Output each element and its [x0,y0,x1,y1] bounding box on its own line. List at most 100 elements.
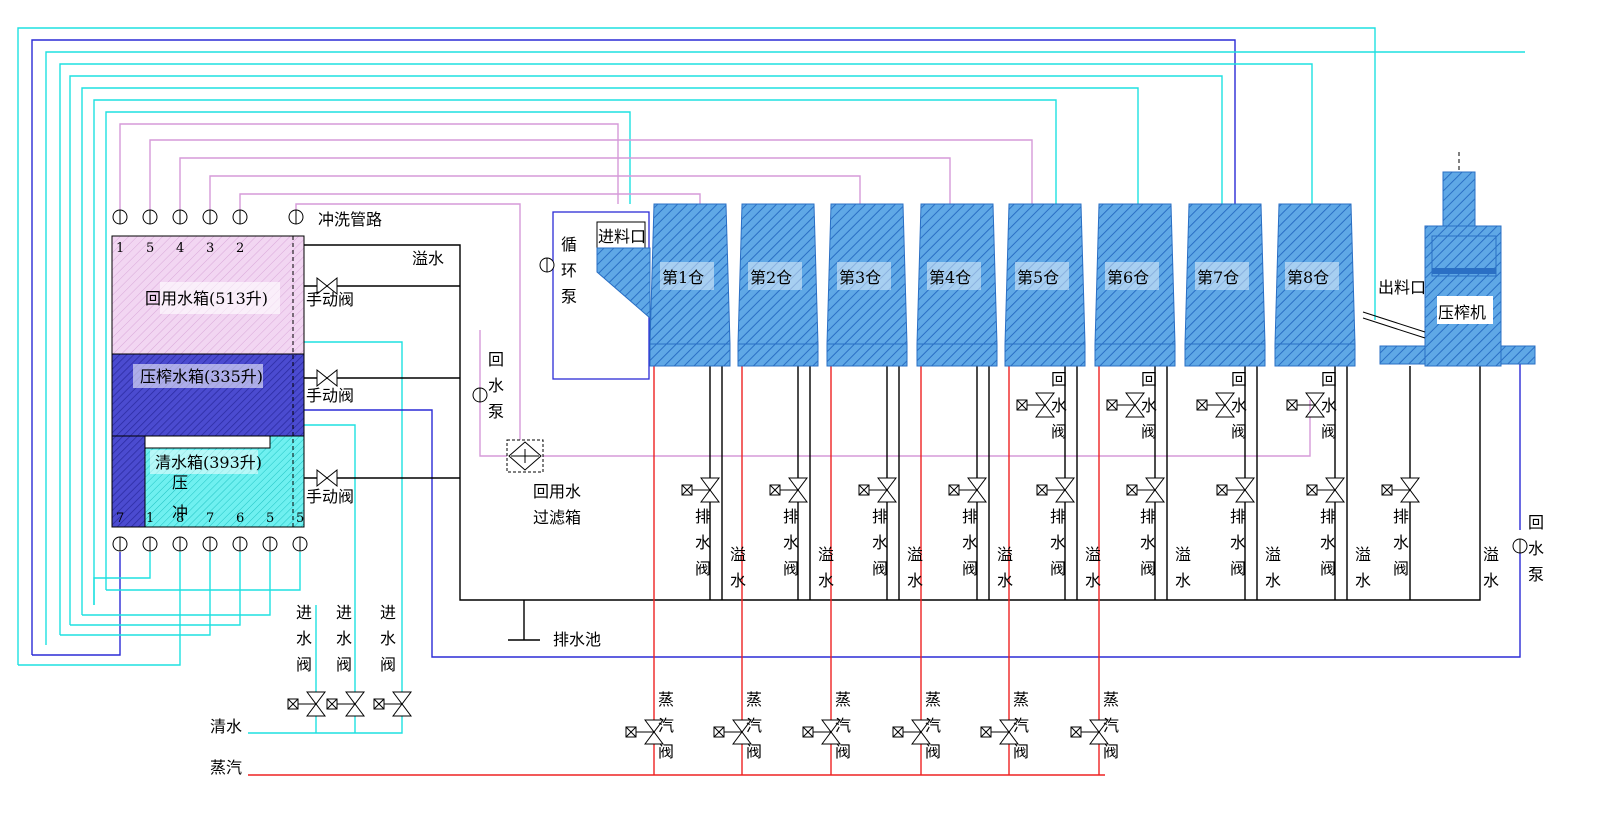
return-valve-label-char: 阀 [1141,422,1157,441]
valve-half [1235,489,1255,503]
valve-half [911,719,931,733]
valve-half [1089,719,1109,733]
pink-pipe-4 [209,175,861,216]
cyan-pipe-bin8 [59,63,1313,635]
filter-box [506,439,544,473]
steam-valve-label-char: 阀 [835,742,851,761]
overflow-label-char: 溢 [818,545,834,564]
drain-valve-label: 排水阀 [872,507,888,578]
overflow-label-char: 溢 [907,545,923,564]
top-gauge [172,209,188,225]
valve-half [392,703,412,717]
bin-label-bg [837,262,891,290]
valve-half [877,477,897,491]
valve-half [788,477,808,491]
press-drain-valve-label: 排水阀 [1393,507,1409,578]
valve-half [1125,392,1145,406]
overflow-label-press-char: 水 [1483,571,1499,590]
return-tank-label: 回用水箱(513升) [145,289,268,308]
top-port-number: 1 [116,241,124,256]
valve-half [1145,477,1165,491]
valve-half [326,468,338,488]
steam-valve-label-char: 汽 [658,716,674,735]
actuator-x [1070,726,1082,738]
valve-half [967,477,987,491]
drain-valve-label: 排水阀 [695,507,711,578]
bin-4: 第4仓 [916,203,998,367]
actuator-x [287,698,299,710]
drain-valve [948,477,987,503]
bin-3: 第3仓 [826,203,908,367]
steam-valve [892,719,931,745]
overflow-label: 溢水 [907,545,923,590]
bin-label: 第7仓 [1197,268,1239,287]
steam-valve-label-char: 阀 [1103,742,1119,761]
valve-half [911,731,931,745]
drain-valve-label-char: 水 [872,533,888,552]
return-valve-label: 回水阀 [1231,370,1247,441]
clean-water-line [248,712,403,734]
valve-half [1215,404,1235,418]
bottom-pipe-5b [106,552,301,591]
bin-base [1274,343,1356,367]
valve-half [967,489,987,503]
return-valve-label-char: 回 [1321,370,1337,389]
overflow-label-char: 水 [1265,571,1281,590]
return-valve [1106,392,1145,418]
return-pump-gauge [472,387,488,403]
overflow-label-press: 溢水 [1483,545,1499,590]
valve-half [1305,392,1325,406]
valve-half [1325,477,1345,491]
right-pump-label-char: 泵 [1528,565,1544,584]
drain-valve [681,477,720,503]
bottom-port-number: 5 [266,511,274,526]
bottom-port-number: 6 [236,511,244,526]
bin-1: 第1仓 [649,203,731,367]
steam-valve-label-char: 汽 [746,716,762,735]
bin-label: 第4仓 [929,268,971,287]
valve-half [644,731,664,745]
bottom-gauge [112,536,128,552]
valve-half [644,719,664,733]
right-pump-label-char: 回 [1528,513,1544,532]
valve-half [316,468,328,488]
valve-half [1305,404,1325,418]
overflow-label: 溢水 [1175,545,1191,590]
actuator-x [1126,484,1138,496]
valve-half [1145,489,1165,503]
cyan-pipe-bin5 [93,99,1057,605]
drain-valve [1306,477,1345,503]
bottom-pipe-6 [70,552,241,626]
top-gauge [202,209,218,225]
overflow-label-char: 溢 [1085,545,1101,564]
inlet-valve-label-char: 水 [336,629,352,648]
clean-tank-sub2: 冲 [172,503,188,522]
steam-valve-label-char: 汽 [1013,716,1029,735]
inlet-valve-label-char: 阀 [296,655,312,674]
drain-valve-label-char: 阀 [1140,559,1156,578]
bin-base [826,343,908,367]
actuator-x [892,726,904,738]
gauges [112,209,1528,554]
drain-valve [769,477,808,503]
return-valve-label-char: 水 [1231,396,1247,415]
manual-valve-label-2: 手动阀 [306,386,354,405]
drain-pool-label: 排水池 [553,630,601,649]
return-valve-label-char: 阀 [1231,422,1247,441]
blue-pipe-bin7 [31,39,1236,655]
top-gauge [142,209,158,225]
overflow-label: 溢水 [1355,545,1371,590]
overflow-label: 溢水 [1265,545,1281,590]
drain-valve-label: 排水阀 [1050,507,1066,578]
valve-half [700,489,720,503]
drain-valve-label-char: 阀 [783,559,799,578]
actuator-x [625,726,637,738]
steam-valve-label-char: 蒸 [1103,690,1119,709]
bin-label-bg [927,262,981,290]
bottom-pipe-5 [82,552,271,616]
valve-half [700,477,720,491]
steam-valve-label-char: 蒸 [925,690,941,709]
bottom-port-number: 7 [206,511,214,526]
pink-pipe-2 [149,139,1033,216]
steam-valve [713,719,752,745]
